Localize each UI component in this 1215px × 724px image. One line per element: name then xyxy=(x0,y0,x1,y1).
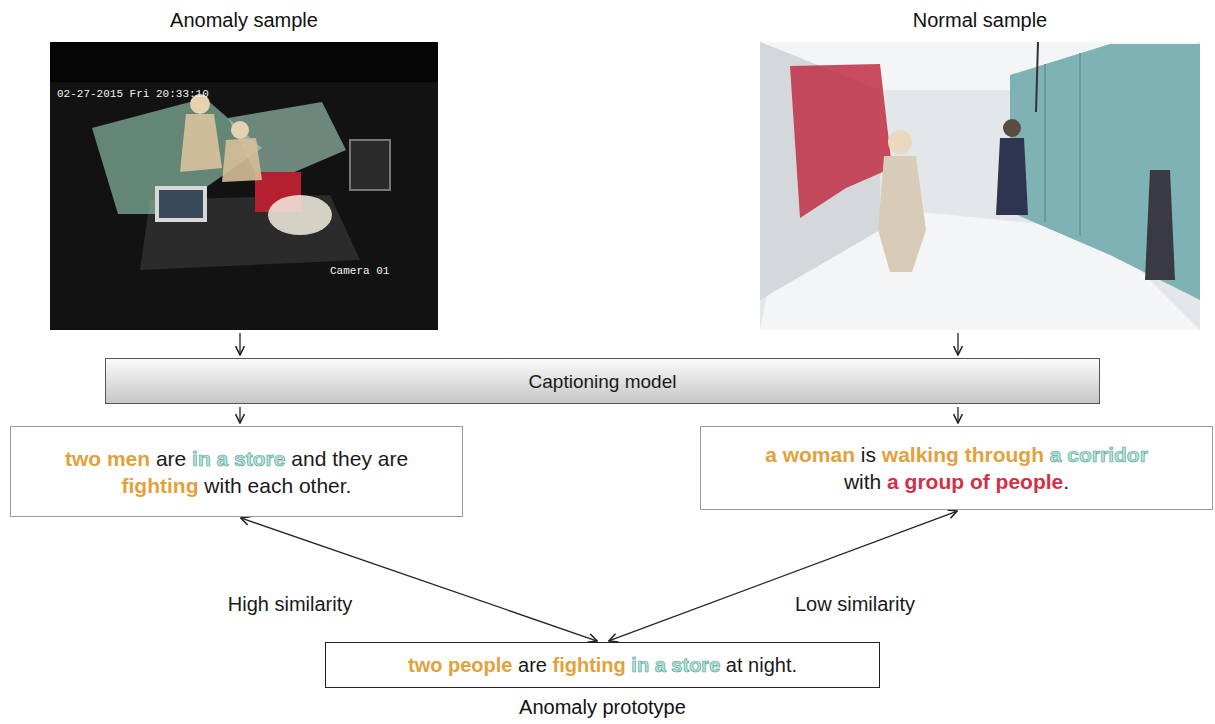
connector-arrow xyxy=(241,518,597,641)
person-body xyxy=(1145,170,1175,280)
prototype-box-group: two people are fighting in a store at ni… xyxy=(325,642,880,720)
image-panel: Anomaly sample xyxy=(50,6,438,330)
image-bar xyxy=(50,42,438,82)
highlight-word: in a store xyxy=(631,654,720,676)
prototype-box: two people are fighting in a store at ni… xyxy=(325,642,880,688)
wall-tv xyxy=(350,140,390,190)
highlight-word: walking through xyxy=(882,443,1044,466)
monitor xyxy=(155,186,207,222)
woman-body xyxy=(878,156,926,272)
caption-box: two men are in a store and they are figh… xyxy=(10,426,463,517)
light-glow xyxy=(268,195,332,235)
highlight-word: a woman xyxy=(765,443,855,466)
person-body xyxy=(222,138,262,182)
highlight-word: fighting xyxy=(552,654,625,676)
image-panel: Normal sample xyxy=(760,6,1200,330)
box-text: two people are fighting in a store at ni… xyxy=(408,652,797,678)
panel-heading: Normal sample xyxy=(760,6,1200,34)
process-box: Captioning model xyxy=(105,358,1100,404)
locker-seam xyxy=(1044,64,1046,222)
monitor-screen xyxy=(159,190,203,218)
lockers xyxy=(1010,44,1200,300)
store-camera-image xyxy=(50,42,438,330)
crowd xyxy=(790,64,892,218)
highlight-word: a group of people xyxy=(887,470,1063,493)
caption-box: a woman is walking through a corridor wi… xyxy=(700,426,1213,510)
person-body xyxy=(180,114,222,172)
image-ground xyxy=(760,42,1200,330)
connector-arrow xyxy=(957,333,958,355)
locker-seam xyxy=(1079,53,1081,236)
person-head xyxy=(231,121,249,139)
edge-label: High similarity xyxy=(225,592,355,616)
pole xyxy=(1036,42,1038,112)
caption-box-group: two men are in a store and they are figh… xyxy=(10,426,463,517)
panel-heading: Anomaly sample xyxy=(50,6,438,34)
highlight-word: a corridor xyxy=(1050,443,1148,466)
highlight-word: in a store xyxy=(192,447,285,470)
box-caption: Anomaly prototype xyxy=(325,694,880,720)
person-body xyxy=(996,138,1028,215)
highlight-word: two people xyxy=(408,654,512,676)
overlay-text: Camera 01 xyxy=(330,265,389,277)
highlight-word: fighting xyxy=(122,474,199,497)
box-text: two men are in a store and they are figh… xyxy=(31,445,442,499)
highlight-word: two men xyxy=(65,447,150,470)
woman-head xyxy=(888,130,912,154)
box-text: a woman is walking through a corridor wi… xyxy=(747,441,1166,495)
process-box-group: Captioning model xyxy=(105,358,1100,404)
person-head xyxy=(1003,119,1021,137)
connector-arrow xyxy=(239,407,240,423)
box-text: Captioning model xyxy=(529,369,677,394)
connector-arrow xyxy=(609,511,957,641)
corridor-image xyxy=(760,42,1200,330)
caption-box-group: a woman is walking through a corridor wi… xyxy=(700,426,1213,510)
connector-arrow xyxy=(239,333,240,355)
connector-arrow xyxy=(957,407,958,423)
edge-label: Low similarity xyxy=(792,592,918,616)
overlay-text: 02-27-2015 Fri 20:33:10 xyxy=(57,88,209,100)
image-ground xyxy=(50,42,438,330)
